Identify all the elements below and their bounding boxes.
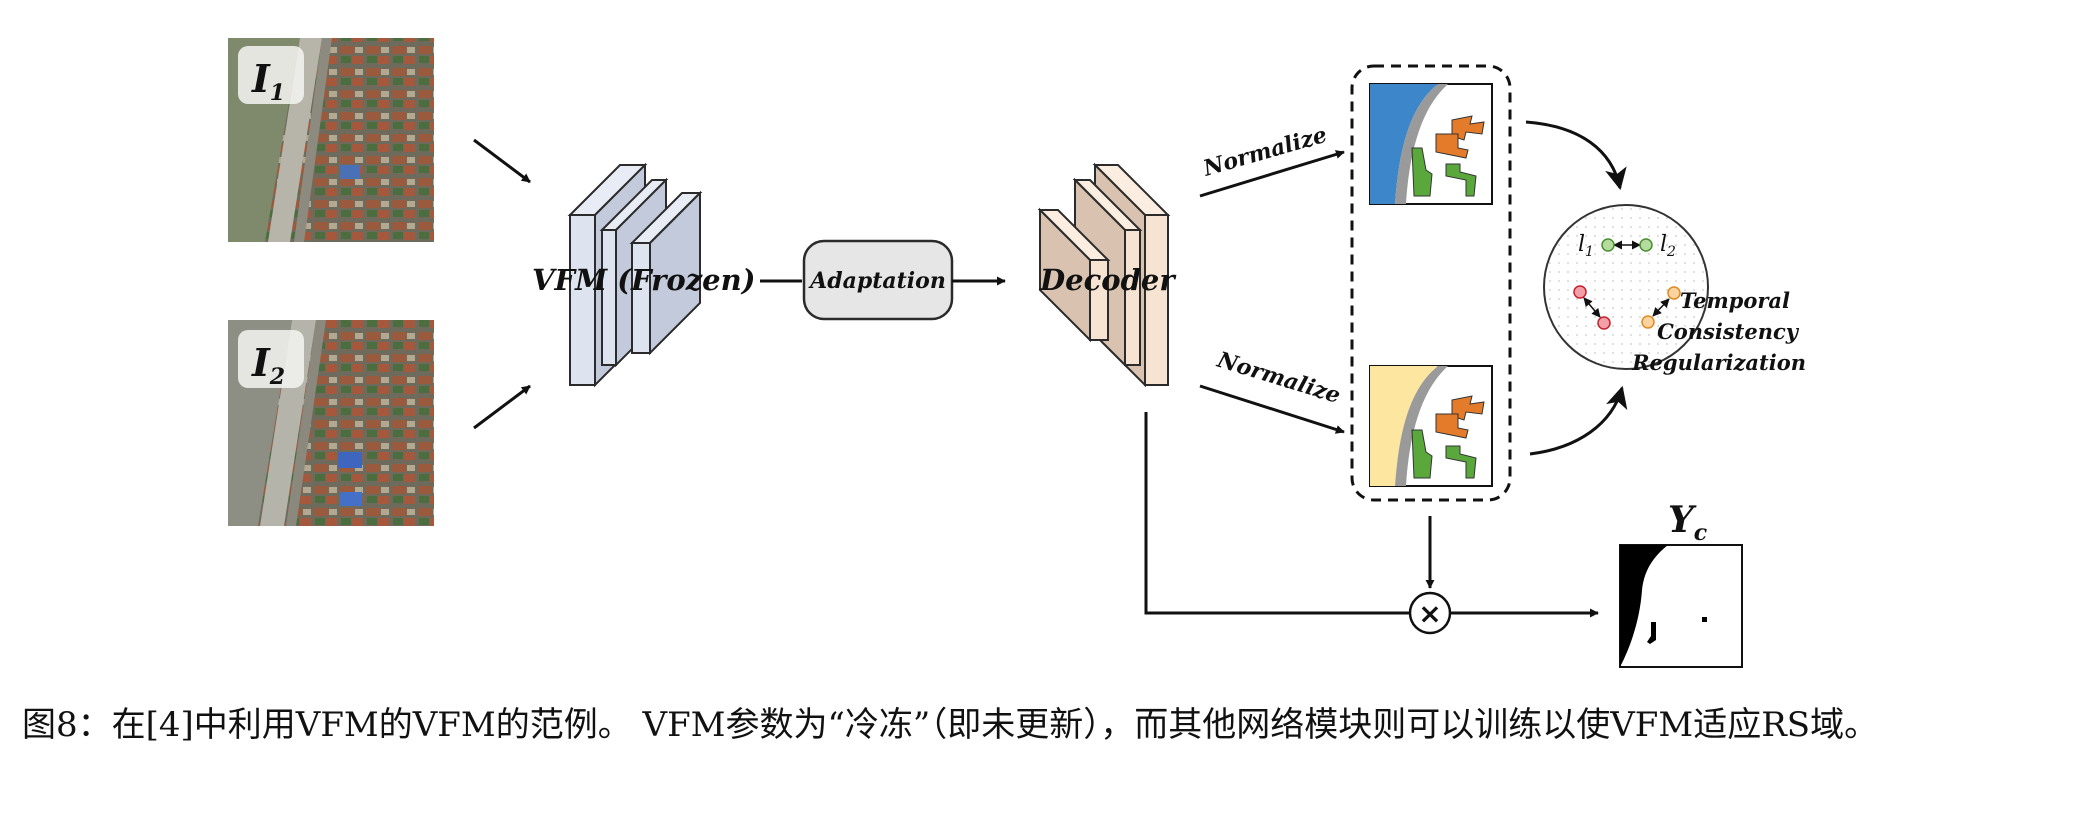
normalize-label-bottom: Normalize [1213, 347, 1343, 409]
point-red-1 [1573, 285, 1587, 299]
input-image-1-label: I1 [251, 56, 285, 106]
input-image-2-label: I2 [251, 340, 285, 390]
input-image-1: I1 [228, 38, 434, 242]
arrow-i1-to-vfm [473, 138, 531, 184]
arrow-map1-to-regularization [1525, 120, 1627, 191]
output-label: Yc [1668, 499, 1708, 546]
regularization-circle: l1 l2 [1543, 204, 1709, 370]
l2-label: l2 [1660, 232, 1676, 260]
arrow-decoder-to-map-top [1199, 150, 1345, 198]
architecture-diagram: I1 I2 VFM (Frozen) Adaptation [228, 38, 1806, 668]
adaptation-label: Adaptation [808, 268, 946, 294]
multiply-node: × [1408, 591, 1452, 635]
input-image-2: I2 [228, 320, 434, 526]
adaptation-module: Adaptation [802, 239, 954, 321]
point-red-2 [1597, 316, 1611, 330]
vfm-label: VFM (Frozen) [532, 263, 755, 297]
point-orange-2 [1641, 315, 1655, 329]
vfm-block [567, 162, 703, 388]
l1-label: l1 [1578, 232, 1594, 260]
svg-text:×: × [1418, 597, 1441, 630]
svg-text:Temporal: Temporal [1680, 288, 1790, 313]
output-change-map [1619, 544, 1743, 668]
arrow-decoder-to-map-bottom [1199, 384, 1345, 434]
svg-text:Regularization: Regularization [1631, 350, 1806, 375]
prediction-map-1 [1369, 83, 1493, 205]
point-green-1 [1601, 238, 1615, 252]
arrow-map2-to-regularization [1529, 385, 1628, 456]
point-green-2 [1639, 238, 1653, 252]
decoder-to-multiply-line [1144, 412, 1410, 615]
decoder-block [1037, 162, 1171, 388]
regularization-title: Temporal Consistency Regularization [1631, 288, 1806, 375]
prediction-map-2 [1369, 365, 1493, 487]
arrow-i2-to-vfm [473, 384, 531, 430]
svg-text:Consistency: Consistency [1657, 319, 1800, 344]
decoder-label: Decoder [1039, 263, 1177, 297]
point-orange-1 [1667, 286, 1681, 300]
normalize-label-top: Normalize [1200, 122, 1330, 182]
prediction-maps-container [1350, 64, 1512, 502]
figure-caption: 图8：在[4]中利用VFM的VFM的范例。 VFM参数为“冷冻”（即未更新），而… [22, 705, 1879, 745]
